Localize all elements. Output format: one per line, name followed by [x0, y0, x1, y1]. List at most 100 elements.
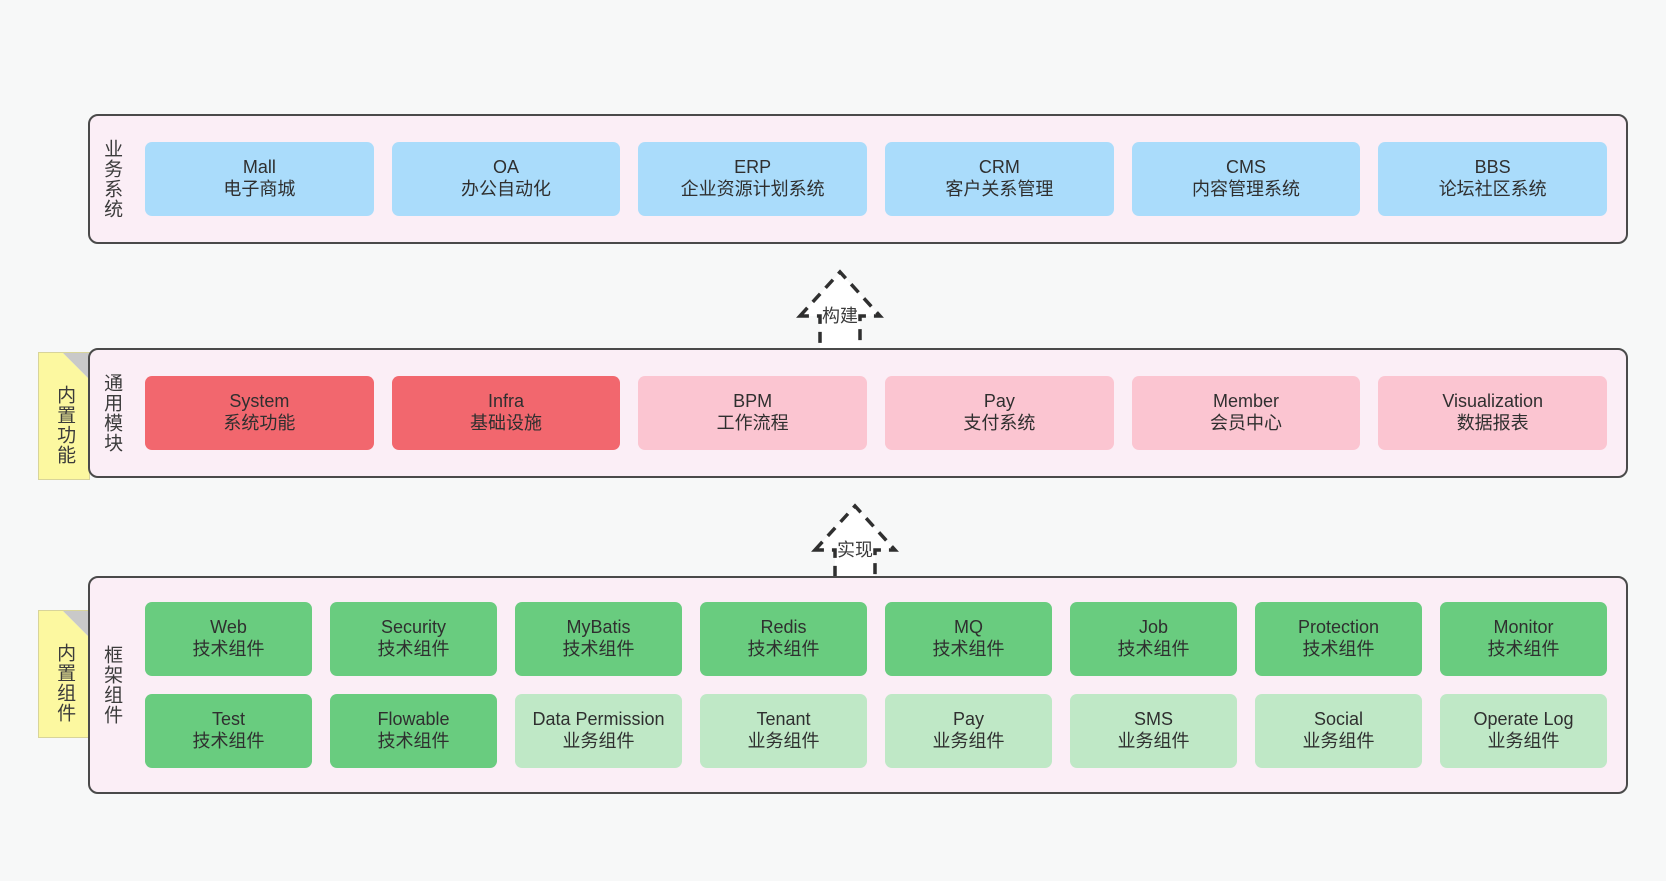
layer-body-framework-components: Web 技术组件 Security 技术组件 MyBatis 技术组件 Redi… — [132, 578, 1626, 792]
card-bpm[interactable]: BPM 工作流程 — [638, 376, 868, 450]
card-subtitle: 系统功能 — [223, 413, 296, 433]
card-subtitle: 业务组件 — [747, 731, 820, 751]
card-subtitle: 业务组件 — [1302, 731, 1375, 751]
card-subtitle: 业务组件 — [1487, 731, 1560, 751]
card-title: Pay — [983, 391, 1015, 412]
layer-body-business-systems: Mall 电子商城 OA 办公自动化 ERP 企业资源计划系统 CRM 客户关系… — [132, 116, 1626, 242]
card-title: Visualization — [1442, 391, 1544, 412]
sticky-note-label: 内置功能 — [54, 385, 76, 465]
card-title: Web — [210, 617, 247, 638]
card-title: Test — [211, 709, 245, 730]
card-subtitle: 论坛社区系统 — [1438, 179, 1547, 199]
card-subtitle: 技术组件 — [747, 639, 820, 659]
card-tenant[interactable]: Tenant 业务组件 — [700, 694, 867, 768]
card-oa[interactable]: OA 办公自动化 — [391, 142, 621, 216]
build-arrow-icon — [796, 269, 884, 356]
layer-title-framework-components: 框架组件 — [101, 645, 123, 725]
card-mall[interactable]: Mall 电子商城 — [145, 142, 374, 216]
card-social[interactable]: Social 业务组件 — [1255, 694, 1422, 768]
sticky-note-builtin-components: 内置组件 — [38, 610, 90, 738]
card-subtitle: 技术组件 — [377, 639, 450, 659]
card-subtitle: 电子商城 — [223, 179, 296, 199]
card-title: Infra — [487, 391, 525, 412]
layer-common-modules: 通用模块 System 系统功能 Infra 基础设施 BPM 工作流程 Pay… — [88, 348, 1628, 478]
card-title: CRM — [978, 157, 1020, 178]
implement-arrow-icon — [811, 503, 899, 590]
card-subtitle: 技术组件 — [1302, 639, 1375, 659]
sticky-note-label: 内置组件 — [54, 643, 76, 723]
card-subtitle: 技术组件 — [377, 731, 450, 751]
sticky-note-builtin-features: 内置功能 — [38, 352, 90, 480]
card-monitor[interactable]: Monitor 技术组件 — [1440, 602, 1607, 676]
card-title: Tenant — [756, 709, 811, 730]
card-title: Monitor — [1493, 617, 1554, 638]
card-security[interactable]: Security 技术组件 — [330, 602, 497, 676]
card-subtitle: 数据报表 — [1456, 413, 1529, 433]
card-bbs[interactable]: BBS 论坛社区系统 — [1378, 142, 1608, 216]
card-subtitle: 业务组件 — [932, 731, 1005, 751]
card-row: System 系统功能 Infra 基础设施 BPM 工作流程 Pay 支付系统… — [136, 376, 1616, 450]
card-job[interactable]: Job 技术组件 — [1070, 602, 1237, 676]
connector-build: 构建 — [760, 258, 920, 358]
card-mybatis[interactable]: MyBatis 技术组件 — [515, 602, 682, 676]
card-protection[interactable]: Protection 技术组件 — [1255, 602, 1422, 676]
card-flowable[interactable]: Flowable 技术组件 — [330, 694, 497, 768]
card-title: MyBatis — [566, 617, 631, 638]
card-data-permission[interactable]: Data Permission 业务组件 — [515, 694, 682, 768]
card-title: System — [229, 391, 290, 412]
card-title: OA — [493, 157, 520, 178]
card-row: Test 技术组件 Flowable 技术组件 Data Permission … — [136, 694, 1616, 768]
card-subtitle: 技术组件 — [932, 639, 1005, 659]
card-title: SMS — [1133, 709, 1173, 730]
layer-title-business-systems: 业务系统 — [101, 139, 123, 219]
card-subtitle: 技术组件 — [192, 639, 265, 659]
layer-title-common-modules: 通用模块 — [101, 373, 123, 453]
card-subtitle: 技术组件 — [562, 639, 635, 659]
card-subtitle: 工作流程 — [716, 413, 789, 433]
card-member[interactable]: Member 会员中心 — [1131, 376, 1361, 450]
card-crm[interactable]: CRM 客户关系管理 — [885, 142, 1114, 216]
card-title: Security — [380, 617, 447, 638]
card-title: Redis — [760, 617, 807, 638]
card-subtitle: 业务组件 — [562, 731, 635, 751]
card-title: BPM — [733, 391, 773, 412]
card-title: Social — [1313, 709, 1364, 730]
card-subtitle: 企业资源计划系统 — [680, 179, 825, 199]
card-subtitle: 技术组件 — [192, 731, 265, 751]
card-title: Job — [1138, 617, 1169, 638]
card-title: Member — [1213, 391, 1280, 412]
card-pay-component[interactable]: Pay 业务组件 — [885, 694, 1052, 768]
card-cms[interactable]: CMS 内容管理系统 — [1131, 142, 1361, 216]
card-web[interactable]: Web 技术组件 — [145, 602, 312, 676]
card-erp[interactable]: ERP 企业资源计划系统 — [638, 142, 868, 216]
card-title: BBS — [1474, 157, 1511, 178]
card-mq[interactable]: MQ 技术组件 — [885, 602, 1052, 676]
card-row: Web 技术组件 Security 技术组件 MyBatis 技术组件 Redi… — [136, 602, 1616, 676]
card-row: Mall 电子商城 OA 办公自动化 ERP 企业资源计划系统 CRM 客户关系… — [136, 142, 1616, 216]
card-sms[interactable]: SMS 业务组件 — [1070, 694, 1237, 768]
card-pay-module[interactable]: Pay 支付系统 — [885, 376, 1114, 450]
card-subtitle: 办公自动化 — [461, 179, 551, 199]
card-subtitle: 客户关系管理 — [945, 179, 1054, 199]
card-title: Mall — [242, 157, 276, 178]
layer-framework-components: 框架组件 Web 技术组件 Security 技术组件 MyBatis 技术组件… — [88, 576, 1628, 794]
card-test[interactable]: Test 技术组件 — [145, 694, 312, 768]
card-system[interactable]: System 系统功能 — [145, 376, 374, 450]
card-visualization[interactable]: Visualization 数据报表 — [1378, 376, 1608, 450]
card-subtitle: 支付系统 — [963, 413, 1036, 433]
card-title: Operate Log — [1473, 709, 1574, 730]
card-infra[interactable]: Infra 基础设施 — [391, 376, 621, 450]
card-title: CMS — [1226, 157, 1267, 178]
card-title: Protection — [1297, 617, 1380, 638]
card-title: Data Permission — [532, 709, 665, 730]
layer-body-common-modules: System 系统功能 Infra 基础设施 BPM 工作流程 Pay 支付系统… — [132, 350, 1626, 476]
card-subtitle: 技术组件 — [1487, 639, 1560, 659]
card-title: Flowable — [377, 709, 450, 730]
layer-business-systems: 业务系统 Mall 电子商城 OA 办公自动化 ERP 企业资源计划系统 CRM… — [88, 114, 1628, 244]
card-subtitle: 基础设施 — [470, 413, 542, 433]
card-subtitle: 技术组件 — [1117, 639, 1190, 659]
card-redis[interactable]: Redis 技术组件 — [700, 602, 867, 676]
card-title: MQ — [954, 617, 983, 638]
card-operate-log[interactable]: Operate Log 业务组件 — [1440, 694, 1607, 768]
card-subtitle: 内容管理系统 — [1192, 179, 1301, 199]
